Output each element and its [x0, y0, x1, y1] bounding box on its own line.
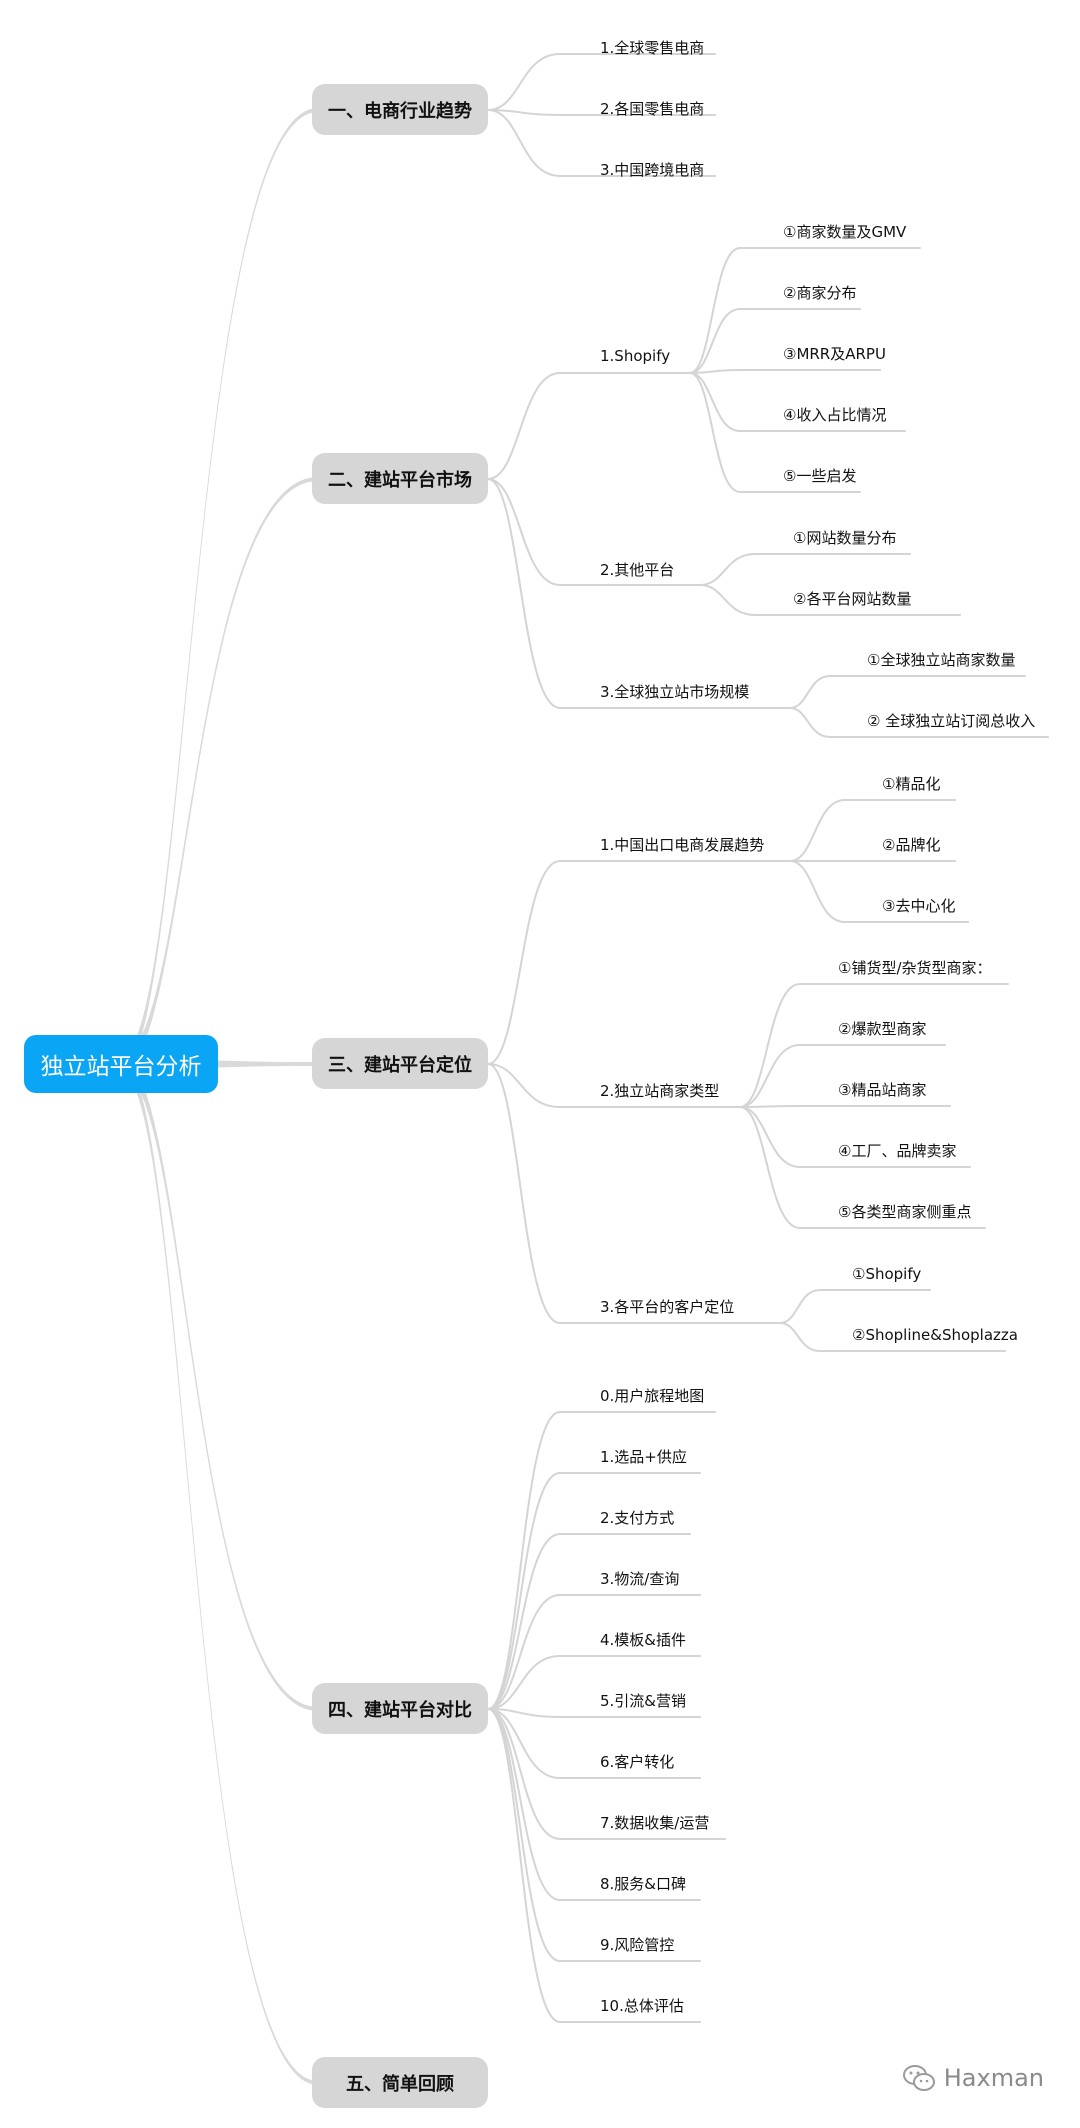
subtopic-shopline-shoplazza[interactable]: ②Shopline&Shoplazza: [852, 1326, 1018, 1344]
trunk-line-5: [120, 1057, 318, 2085]
topic-service-reputation[interactable]: 8.服务&口碑: [600, 1875, 687, 1893]
sub-line-4-3: [789, 860, 846, 923]
branch-node-3[interactable]: 三、建站平台定位: [312, 1038, 488, 1089]
subtopic-branding[interactable]: ②品牌化: [882, 836, 941, 854]
subtopic-decentralization[interactable]: ③去中心化: [882, 897, 956, 915]
topic-overall-evaluation[interactable]: 10.总体评估: [600, 1997, 684, 2015]
topic-payment[interactable]: 2.支付方式: [600, 1509, 675, 1527]
root-node[interactable]: 独立站平台分析: [24, 1035, 218, 1093]
topic-user-journey[interactable]: 0.用户旅程地图: [600, 1387, 705, 1405]
topic-risk-control[interactable]: 9.风险管控: [600, 1936, 675, 1954]
topic-global-retail[interactable]: 1.全球零售电商: [600, 39, 705, 57]
branch-line-1-2: [487, 109, 561, 116]
watermark-text: Haxman: [943, 2064, 1044, 2092]
branch-line-3-3: [487, 1063, 561, 1324]
sub-line-1-4: [689, 372, 741, 432]
topic-data-operations[interactable]: 7.数据收集/运营: [600, 1814, 710, 1832]
branch-node-4[interactable]: 四、建站平台对比: [312, 1683, 488, 1734]
subtopic-site-distribution[interactable]: ①网站数量分布: [793, 529, 897, 547]
branch-line-1-3: [487, 109, 561, 177]
topic-traffic-marketing[interactable]: 5.引流&营销: [600, 1692, 687, 1710]
subtopic-merchant-distribution[interactable]: ②商家分布: [783, 284, 857, 302]
topic-templates-plugins[interactable]: 4.模板&插件: [600, 1631, 687, 1649]
subtopic-boutique-merchant[interactable]: ③精品站商家: [838, 1081, 927, 1099]
branch-node-1[interactable]: 一、电商行业趋势: [312, 84, 488, 135]
subtopic-shopify[interactable]: ①Shopify: [852, 1265, 922, 1283]
topic-logistics[interactable]: 3.物流/查询: [600, 1570, 680, 1588]
sub-line-5-1: [739, 983, 801, 1108]
branch-line-2-2: [487, 478, 561, 586]
sub-line-3-1: [789, 675, 831, 709]
branch-node-5[interactable]: 五、简单回顾: [312, 2057, 488, 2108]
subtopic-revenue-share[interactable]: ④收入占比情况: [783, 406, 887, 424]
sub-line-4-1: [789, 799, 846, 862]
topic-merchant-types[interactable]: 2.独立站商家类型: [600, 1082, 720, 1100]
subtopic-dropship-merchant[interactable]: ①铺货型/杂货型商家：: [838, 959, 992, 977]
subtopic-global-merchant-count[interactable]: ①全球独立站商家数量: [867, 651, 1016, 669]
subtopic-factory-brand-seller[interactable]: ④工厂、品牌卖家: [838, 1142, 957, 1160]
subtopic-platform-site-count[interactable]: ②各平台网站数量: [793, 590, 912, 608]
branch-node-2[interactable]: 二、建站平台市场: [312, 453, 488, 504]
subtopic-mrr-arpu[interactable]: ③MRR及ARPU: [783, 345, 886, 363]
subtopic-global-subscription-revenue[interactable]: ② 全球独立站订阅总收入: [867, 712, 1036, 730]
sub-line-6-2: [779, 1322, 821, 1352]
branch-line-4-11: [487, 1708, 561, 2023]
sub-line-5-2: [739, 1044, 801, 1108]
topic-shopify[interactable]: 1.Shopify: [600, 347, 671, 365]
sub-line-1-2: [689, 308, 741, 374]
topic-platform-positioning[interactable]: 3.各平台的客户定位: [600, 1298, 735, 1316]
subtopic-insights[interactable]: ⑤一些启发: [783, 467, 857, 485]
sub-line-2-1: [699, 553, 756, 586]
topic-china-export-trend[interactable]: 1.中国出口电商发展趋势: [600, 836, 765, 854]
subtopic-merchant-focus[interactable]: ⑤各类型商家侧重点: [838, 1203, 972, 1221]
branch-line-4-2: [487, 1472, 561, 1710]
topic-other-platforms[interactable]: 2.其他平台: [600, 561, 675, 579]
subtopic-merchant-count-gmv[interactable]: ①商家数量及GMV: [783, 223, 907, 241]
sub-line-3-2: [789, 707, 831, 738]
branch-line-4-9: [487, 1708, 561, 1901]
branch-line-4-5: [487, 1655, 561, 1710]
branch-line-4-8: [487, 1708, 561, 1840]
branch-line-4-4: [487, 1594, 561, 1710]
branch-line-4-1: [487, 1411, 561, 1710]
sub-line-5-3: [739, 1105, 801, 1108]
branch-line-1-1: [487, 53, 561, 111]
topic-global-market-size[interactable]: 3.全球独立站市场规模: [600, 683, 750, 701]
branch-line-2-3: [487, 478, 561, 709]
sub-line-1-3: [689, 369, 741, 374]
topic-country-retail[interactable]: 2.各国零售电商: [600, 100, 705, 118]
watermark: Haxman: [902, 2062, 1044, 2094]
topic-china-crossborder[interactable]: 3.中国跨境电商: [600, 161, 705, 179]
branch-line-4-3: [487, 1533, 561, 1710]
topic-conversion[interactable]: 6.客户转化: [600, 1753, 675, 1771]
trunk-line-1: [120, 108, 318, 1071]
trunk-line-4: [120, 1057, 318, 1711]
sub-line-6-1: [779, 1289, 821, 1324]
subtopic-premium[interactable]: ①精品化: [882, 775, 941, 793]
branch-line-2-1: [487, 372, 561, 480]
sub-line-5-5: [739, 1106, 801, 1229]
sub-line-5-4: [739, 1106, 801, 1168]
sub-line-1-1: [689, 247, 741, 374]
branch-line-3-1: [487, 860, 561, 1065]
subtopic-hotselling-merchant[interactable]: ②爆款型商家: [838, 1020, 927, 1038]
branch-line-3-2: [487, 1063, 561, 1108]
topic-selection-supply[interactable]: 1.选品+供应: [600, 1448, 687, 1466]
branch-line-4-6: [487, 1708, 561, 1718]
branch-line-4-7: [487, 1708, 561, 1779]
wechat-icon: [902, 2065, 935, 2091]
trunk-line-2: [120, 477, 318, 1071]
sub-line-2-2: [699, 584, 756, 616]
sub-line-1-5: [689, 372, 741, 493]
